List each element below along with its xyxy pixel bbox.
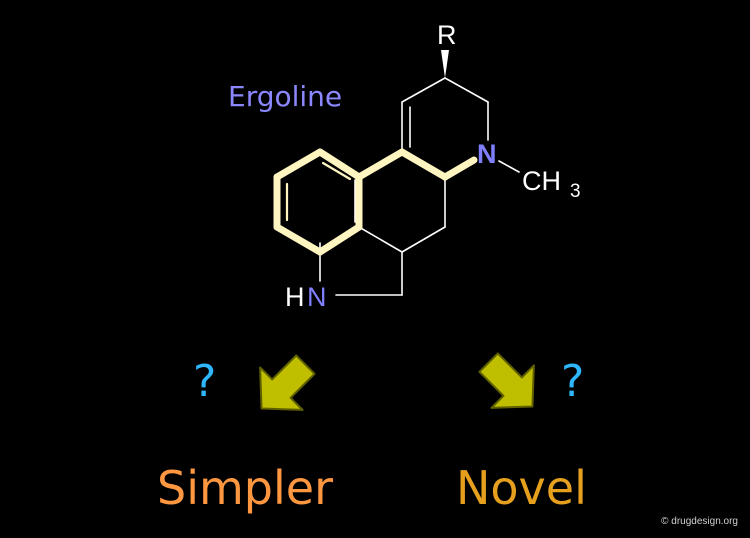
- highlight-bond-7: [273, 223, 324, 256]
- highlight-bond-3: [398, 148, 449, 181]
- highlight-bond-5: [273, 148, 324, 181]
- novel-label: Novel: [456, 461, 587, 515]
- nitrogen-label: N: [477, 139, 497, 169]
- bond-c4-c3: [401, 226, 446, 253]
- aromatic-inner-top: [321, 161, 352, 181]
- highlighted-bonds: [273, 148, 478, 256]
- methyl-label: CH: [522, 166, 561, 196]
- bond-c3-c16: [358, 226, 403, 253]
- question-mark-right: ?: [561, 356, 584, 407]
- highlight-bond-2: [355, 148, 406, 181]
- highlight-bond-8: [316, 223, 363, 256]
- bond-n-methyl: [498, 160, 520, 173]
- highlight-bond-4: [441, 156, 478, 181]
- amine-n-label: N: [307, 282, 327, 312]
- credit-text: © drugdesign.org: [661, 516, 738, 527]
- ergoline-label: Ergoline: [228, 80, 342, 113]
- amine-h-label: H: [285, 282, 305, 312]
- question-mark-left: ?: [193, 356, 216, 407]
- aromatic-inner-bonds: [285, 161, 352, 222]
- bond-c10-c9: [401, 77, 446, 103]
- structure-bonds: [319, 77, 520, 296]
- simpler-label: Simpler: [157, 461, 333, 515]
- arrow-down-right-icon: [478, 352, 535, 409]
- methyl-subscript: 3: [570, 181, 581, 202]
- highlight-bond-1: [316, 148, 363, 181]
- wedge-bond: [441, 50, 449, 78]
- arrow-down-left-icon: [259, 354, 316, 411]
- bond-c9-c8: [444, 77, 489, 103]
- r-group-label: R: [437, 20, 457, 50]
